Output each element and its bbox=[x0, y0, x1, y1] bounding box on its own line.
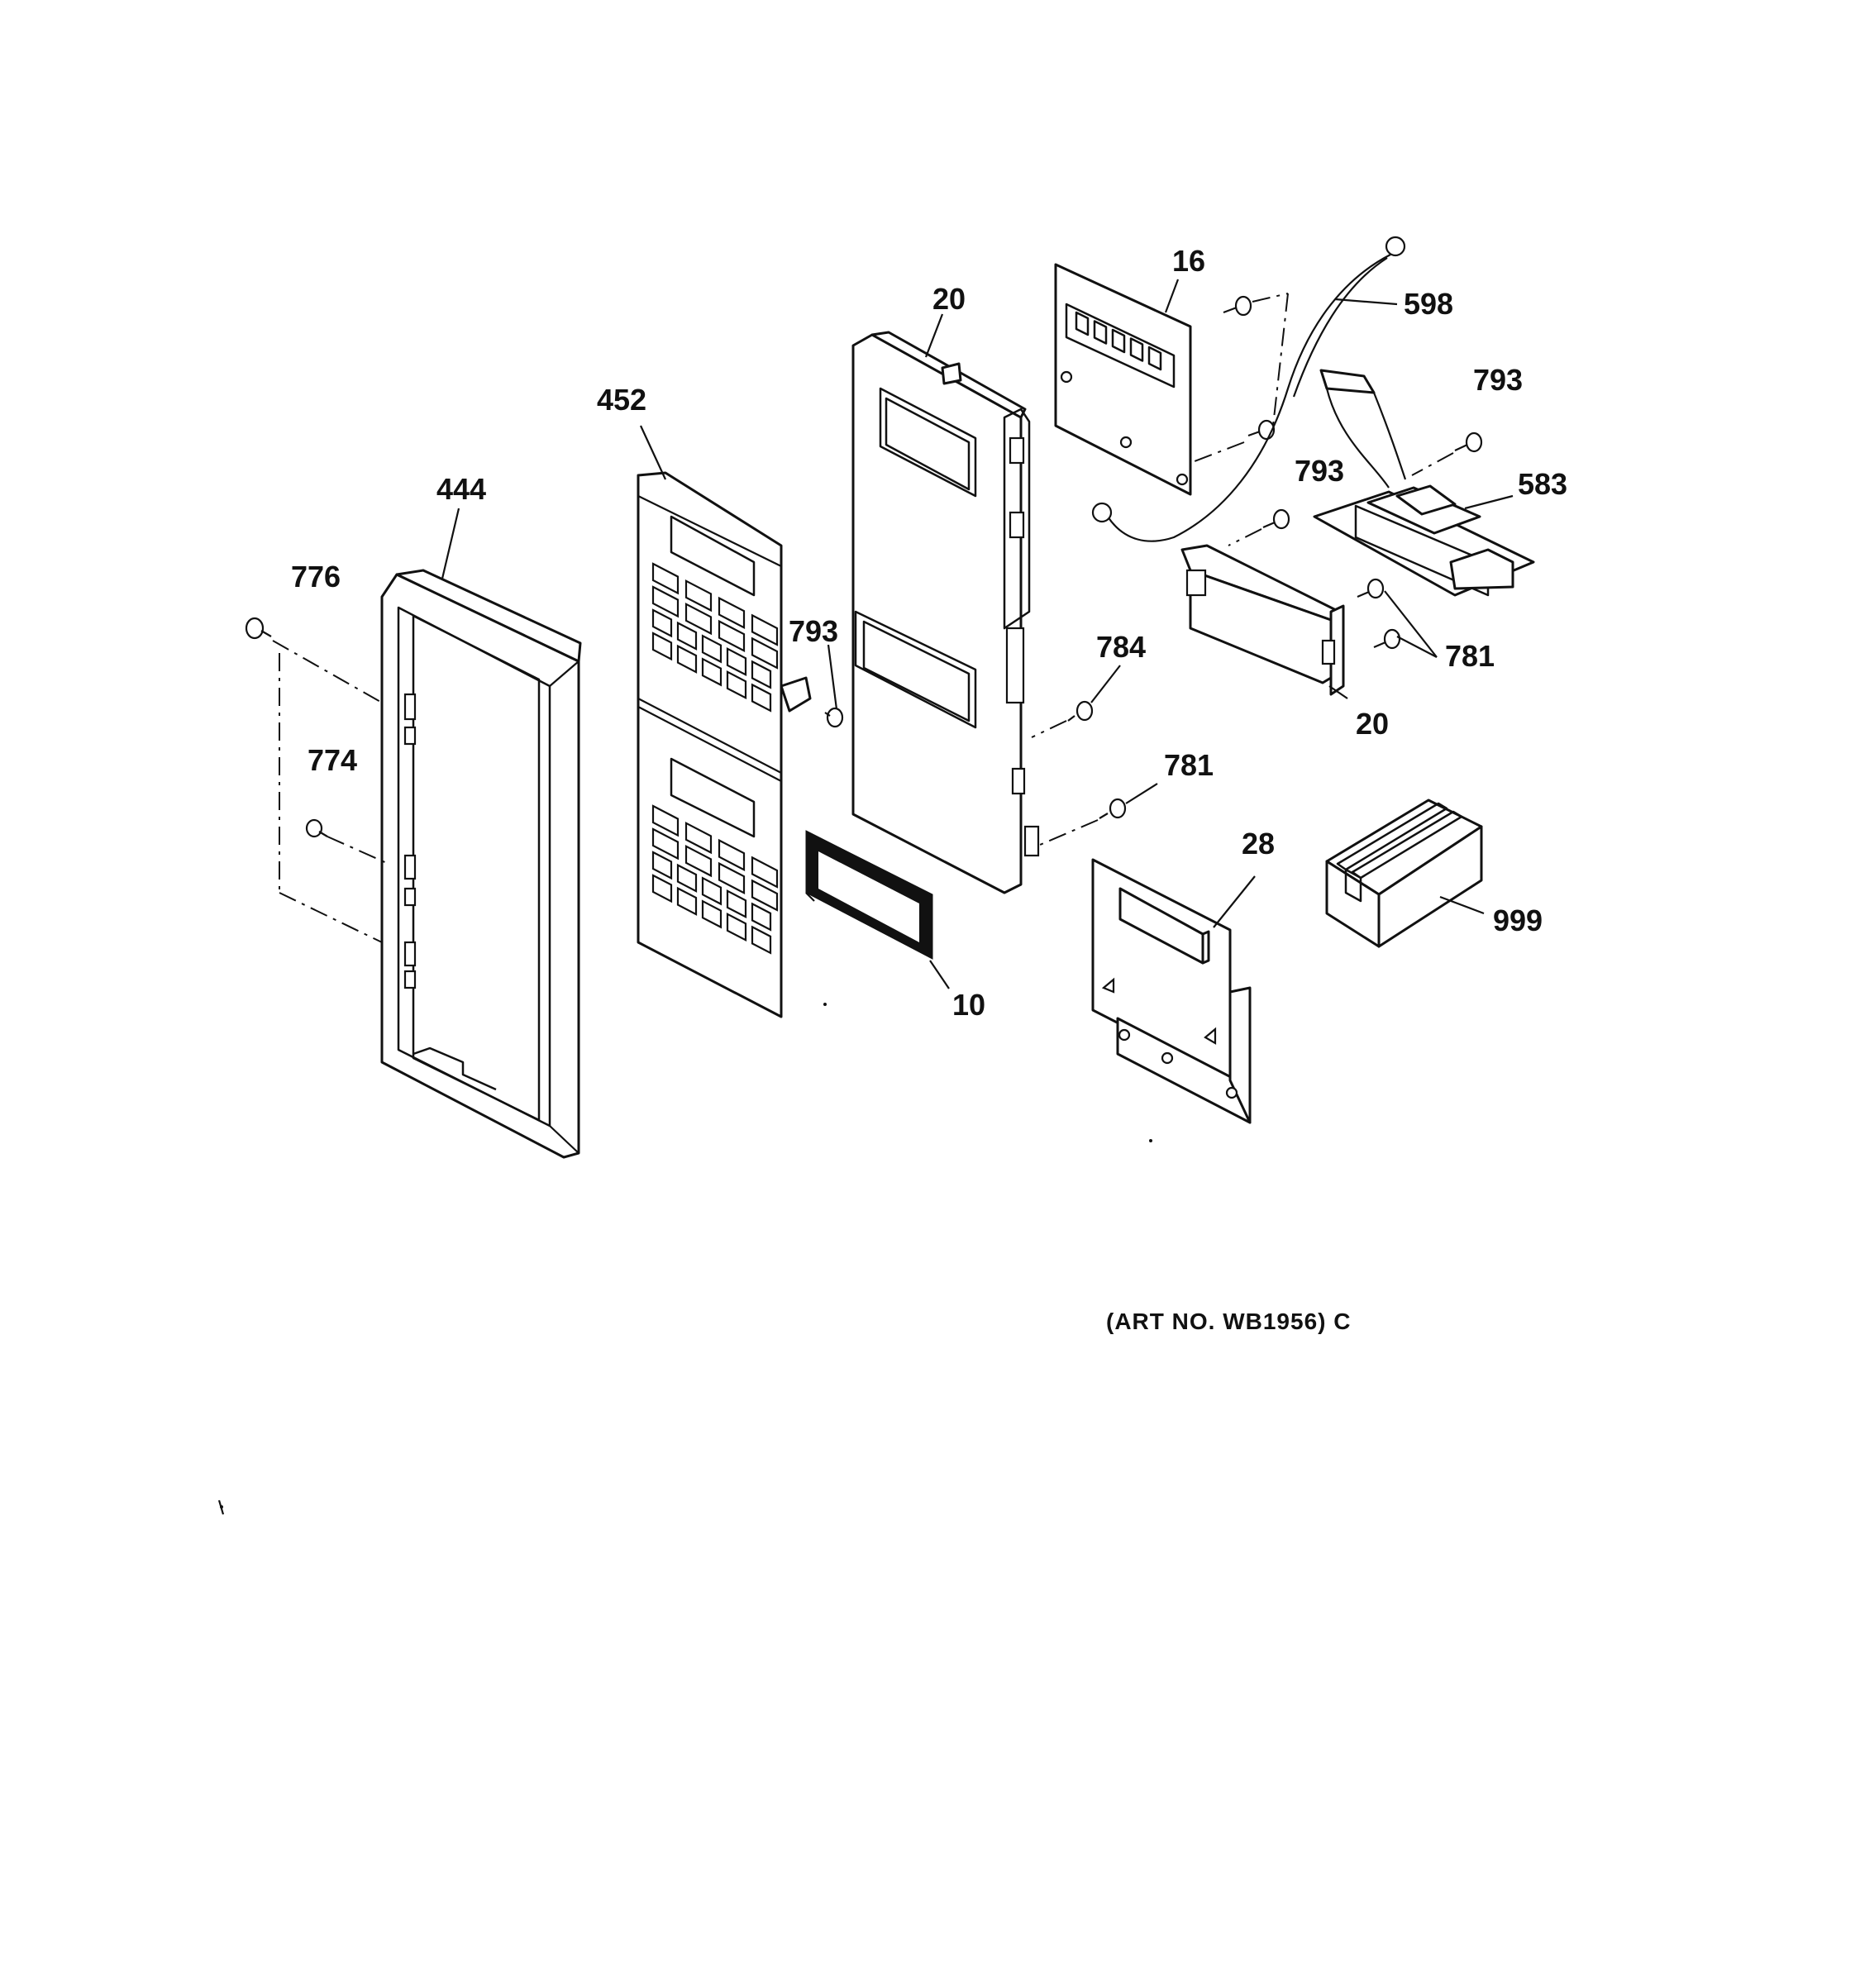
screw-784 bbox=[1067, 700, 1094, 722]
keypad-key bbox=[718, 838, 746, 872]
gasket-10 bbox=[805, 830, 933, 960]
screw-776 bbox=[245, 617, 272, 640]
keypad-key bbox=[751, 856, 779, 889]
screw-793-panel bbox=[824, 707, 844, 728]
keypad-key bbox=[676, 886, 698, 916]
door-frame-444 bbox=[380, 569, 582, 1159]
keypad-key bbox=[651, 632, 673, 661]
keypad-key bbox=[651, 562, 680, 595]
screw-781-lower bbox=[1099, 798, 1127, 819]
keypad-key bbox=[651, 804, 680, 837]
bracket-20 bbox=[1180, 544, 1345, 696]
control-panel-452 bbox=[637, 471, 812, 1018]
keypad-key bbox=[701, 876, 723, 906]
keypad-key bbox=[726, 670, 747, 700]
display-digit bbox=[1075, 311, 1090, 336]
callout-583: 583 bbox=[1518, 467, 1568, 501]
callout-784: 784 bbox=[1096, 630, 1147, 664]
keypad-key bbox=[718, 861, 746, 895]
callout-781-lower: 781 bbox=[1164, 748, 1214, 782]
callout-444: 444 bbox=[436, 472, 487, 506]
display-digit bbox=[1111, 328, 1126, 354]
ribbon-cable bbox=[1319, 369, 1407, 489]
keypad-key bbox=[726, 889, 747, 919]
callout-776: 776 bbox=[291, 560, 341, 594]
keypad-key bbox=[684, 602, 713, 636]
screw-793-right-top bbox=[1454, 431, 1483, 453]
callout-16: 16 bbox=[1172, 244, 1206, 278]
keypad-key bbox=[701, 657, 723, 687]
callout-774: 774 bbox=[308, 743, 358, 777]
keypad-key bbox=[651, 851, 673, 880]
display-digit bbox=[1129, 337, 1144, 362]
keypad-key bbox=[651, 585, 680, 618]
callout-10: 10 bbox=[952, 988, 986, 1022]
callout-793-panel: 793 bbox=[789, 614, 839, 648]
callout-781-bracket: 781 bbox=[1445, 639, 1495, 673]
keypad-key bbox=[651, 827, 680, 861]
keypad-key bbox=[676, 644, 698, 674]
keypad-key bbox=[751, 902, 772, 932]
keypad-key bbox=[701, 899, 723, 929]
ground-wire-598 bbox=[1091, 236, 1406, 542]
keypad-key bbox=[676, 863, 698, 893]
keypad-key bbox=[651, 874, 673, 903]
keypad-key bbox=[684, 821, 713, 855]
keypad-key bbox=[684, 579, 713, 613]
art-number: (ART NO. WB1956) C bbox=[1106, 1309, 1352, 1334]
callout-20-bracket: 20 bbox=[1356, 707, 1390, 741]
keypad-key bbox=[718, 596, 746, 630]
screws-781-bracket bbox=[1357, 578, 1401, 650]
keypad-key bbox=[751, 683, 772, 713]
keypad-key bbox=[726, 912, 747, 942]
keypad-key bbox=[718, 619, 746, 653]
keypad-key bbox=[676, 621, 698, 651]
callout-452: 452 bbox=[597, 383, 647, 417]
callout-20-housing: 20 bbox=[932, 282, 966, 316]
scan-specks bbox=[217, 1003, 1152, 1515]
screw-16-top bbox=[1223, 295, 1252, 317]
transformer-board-583 bbox=[1313, 484, 1535, 597]
leader-lines bbox=[441, 279, 1514, 989]
parts-box-999 bbox=[1325, 799, 1483, 948]
keypad-key bbox=[701, 634, 723, 664]
keypad-key bbox=[751, 636, 779, 670]
callout-793-bracket: 793 bbox=[1295, 454, 1345, 488]
display-digit bbox=[1147, 346, 1162, 371]
keypad-key bbox=[651, 608, 673, 638]
callout-999: 999 bbox=[1493, 903, 1543, 937]
screw-774 bbox=[305, 818, 328, 838]
display-board-16 bbox=[1054, 263, 1192, 496]
control-housing-20 bbox=[851, 331, 1040, 894]
keypad-key bbox=[726, 646, 747, 677]
display-digit bbox=[1093, 320, 1108, 345]
callout-793-right: 793 bbox=[1473, 363, 1524, 397]
callout-598: 598 bbox=[1404, 287, 1454, 321]
keypad-key bbox=[751, 879, 779, 912]
keypad-key bbox=[751, 925, 772, 955]
screw-793-bracket bbox=[1262, 508, 1290, 530]
keypad-key bbox=[751, 613, 779, 646]
callout-28: 28 bbox=[1242, 827, 1276, 861]
keypad-key bbox=[684, 844, 713, 878]
keypad-key bbox=[751, 660, 772, 689]
power-board-28 bbox=[1091, 858, 1252, 1124]
